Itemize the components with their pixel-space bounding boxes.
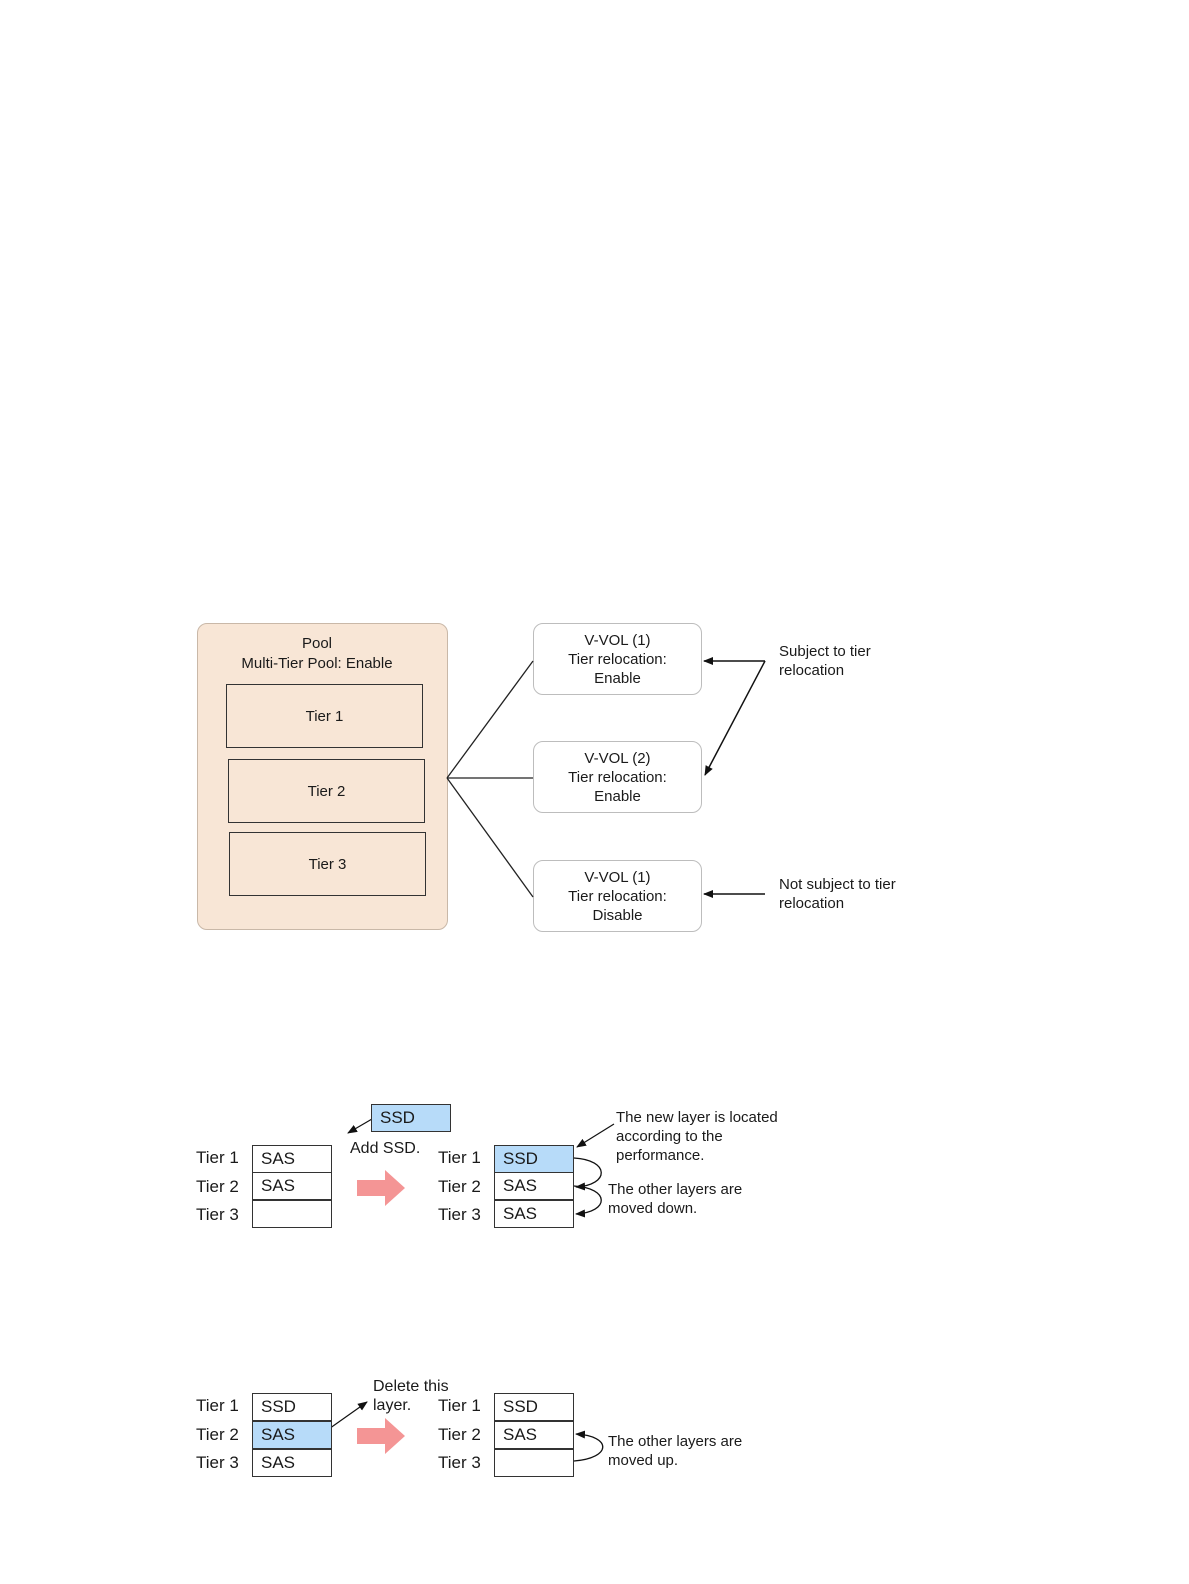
d3-before-tier-2-label: Tier 2 [196, 1425, 239, 1444]
note-subject-to-relocation: Subject to tier relocation [779, 642, 871, 680]
moved-down-curve-2 [573, 1185, 602, 1218]
note-moved-up-line-1: The other layers are [608, 1433, 743, 1450]
d2-after-tier-1-label: Tier 1 [438, 1148, 481, 1167]
note-not-subject-to-relocation: Not subject to tier relocation [779, 875, 896, 913]
d2-before-cell-3 [252, 1200, 332, 1228]
d2-after-cell-2-text: SAS [503, 1176, 538, 1195]
d3-before-cell-3: SAS [252, 1449, 332, 1477]
d2-after-cell-2: SAS [494, 1172, 574, 1200]
delete-layer-line-2: layer. [373, 1397, 412, 1414]
d2-before-tier-3-label: Tier 3 [196, 1205, 239, 1224]
note-new-layer-line-2: according to the [616, 1128, 723, 1145]
pool-tier-1-label: Tier 1 [305, 707, 344, 725]
pool-tier-2-label: Tier 2 [307, 782, 346, 800]
pool-title: Pool Multi-Tier Pool: Enable [197, 634, 437, 674]
vvol-box-2: V-VOL (2) Tier relocation: Enable [533, 741, 702, 813]
d3-before-cell-2: SAS [252, 1421, 332, 1449]
d2-after-tier-2-label: Tier 2 [438, 1177, 481, 1196]
d3-after-cell-3 [494, 1449, 574, 1477]
d2-after-tier-3-label: Tier 3 [438, 1205, 481, 1224]
d3-before-cell-1: SSD [252, 1393, 332, 1421]
delete-pointer-arrow [325, 1401, 368, 1432]
note-moved-up: The other layers are moved up. [608, 1432, 742, 1470]
pool-subtitle-text: Multi-Tier Pool: Enable [241, 655, 393, 672]
moved-down-curve-1 [573, 1157, 602, 1191]
d2-before-cell-2: SAS [252, 1172, 332, 1200]
delete-big-arrow [357, 1418, 405, 1454]
d3-before-tier-1-label: Tier 1 [196, 1396, 239, 1415]
d3-before-cell-3-text: SAS [261, 1453, 296, 1472]
add-ssd-label: Add SSD. [350, 1140, 421, 1157]
note-moved-down-line-2: moved down. [608, 1200, 698, 1217]
d2-after-cell-3: SAS [494, 1200, 574, 1228]
pool-tier-3-label: Tier 3 [308, 855, 347, 873]
pool-tier-1: Tier 1 [226, 684, 423, 748]
d2-before-cell-1: SAS [252, 1145, 332, 1173]
d3-after-tier-1-label: Tier 1 [438, 1396, 481, 1415]
note-subject-line-2: relocation [779, 662, 845, 679]
d3-after-cell-1-text: SSD [503, 1397, 538, 1416]
vvol-box-3: V-VOL (1) Tier relocation: Disable [533, 860, 702, 932]
d2-after-cell-3-text: SAS [503, 1204, 538, 1223]
moved-up-curve [573, 1430, 604, 1462]
add-ssd-big-arrow [357, 1170, 405, 1206]
vvol-3-relocation-label: Tier relocation: [568, 887, 667, 905]
vvol-box-1: V-VOL (1) Tier relocation: Enable [533, 623, 702, 695]
note-new-layer: The new layer is located according to th… [616, 1108, 778, 1165]
d3-after-tier-2-label: Tier 2 [438, 1425, 481, 1444]
add-ssd-pointer-arrow [347, 1118, 373, 1134]
d2-before-cell-1-text: SAS [261, 1149, 296, 1168]
vvol-1-name: V-VOL (1) [584, 631, 651, 649]
d3-before-tier-3-label: Tier 3 [196, 1453, 239, 1472]
vvol-3-name: V-VOL (1) [584, 868, 651, 886]
d3-before-cell-2-text: SAS [261, 1425, 296, 1444]
d2-after-cell-1: SSD [494, 1145, 574, 1173]
d3-after-tier-3-label: Tier 3 [438, 1453, 481, 1472]
vvol-3-state: Disable [592, 906, 643, 924]
note-not-subject-line-2: relocation [779, 895, 845, 912]
note-moved-down: The other layers are moved down. [608, 1180, 742, 1218]
note-new-layer-line-3: performance. [616, 1147, 705, 1164]
subject-arrow-2 [704, 660, 766, 776]
pool-tier-2: Tier 2 [228, 759, 425, 823]
pool-to-vvol-3-line [446, 777, 534, 898]
note-moved-up-line-2: moved up. [608, 1452, 679, 1469]
d3-after-cell-1: SSD [494, 1393, 574, 1421]
d2-before-tier-2-label: Tier 2 [196, 1177, 239, 1196]
note-not-subject-line-1: Not subject to tier [779, 876, 896, 893]
note-new-layer-line-1: The new layer is located [616, 1109, 778, 1126]
pool-to-vvol-1-line [446, 660, 534, 779]
delete-layer-label: Delete this layer. [373, 1377, 449, 1415]
d2-after-cell-1-text: SSD [503, 1149, 538, 1168]
d2-before-tier-1-label: Tier 1 [196, 1148, 239, 1167]
new-ssd-layer-label: SSD [380, 1108, 415, 1127]
vvol-2-relocation-label: Tier relocation: [568, 768, 667, 786]
pool-tier-3: Tier 3 [229, 832, 426, 896]
new-layer-pointer-arrow [576, 1123, 615, 1148]
pool-title-text: Pool [301, 635, 333, 652]
d3-before-cell-1-text: SSD [261, 1397, 296, 1416]
vvol-1-state: Enable [594, 669, 641, 687]
vvol-2-name: V-VOL (2) [584, 749, 651, 767]
d2-before-cell-2-text: SAS [261, 1176, 296, 1195]
note-moved-down-line-1: The other layers are [608, 1181, 743, 1198]
vvol-1-relocation-label: Tier relocation: [568, 650, 667, 668]
d3-after-cell-2: SAS [494, 1421, 574, 1449]
new-ssd-layer: SSD [371, 1104, 451, 1132]
vvol-2-state: Enable [594, 787, 641, 805]
d3-after-cell-2-text: SAS [503, 1425, 538, 1444]
note-subject-line-1: Subject to tier [779, 643, 871, 660]
delete-layer-line-1: Delete this [373, 1378, 449, 1395]
